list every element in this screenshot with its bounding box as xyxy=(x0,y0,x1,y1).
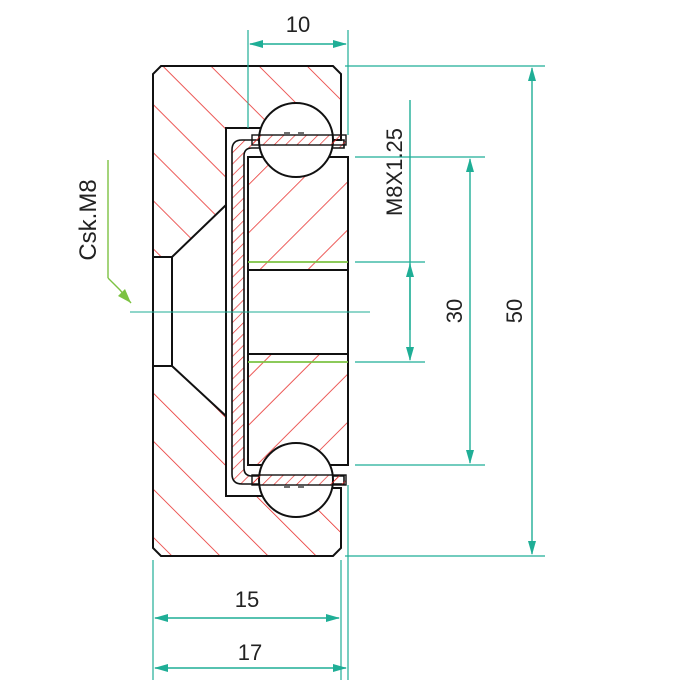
dimension-body-width: 15 xyxy=(152,485,349,680)
dimension-bore-height: 30 xyxy=(355,156,485,466)
dimension-outer-height: 50 xyxy=(345,65,545,557)
countersink-callout: Csk.M8 xyxy=(75,160,132,304)
ball-top xyxy=(251,102,347,178)
dimension-thread: M8X1.25 xyxy=(355,100,425,363)
dimension-label-30: 30 xyxy=(442,299,467,323)
dimension-label-50: 50 xyxy=(502,299,527,323)
ball-bottom xyxy=(251,442,347,518)
dimension-overall-width: 17 xyxy=(154,640,347,672)
thread-spec-label: M8X1.25 xyxy=(382,128,407,216)
dimension-label-15: 15 xyxy=(235,587,259,612)
callout-arrow-icon xyxy=(118,289,131,303)
dimension-label-10: 10 xyxy=(286,12,310,37)
dimension-top-width: 10 xyxy=(247,12,349,135)
countersink-label: Csk.M8 xyxy=(75,179,102,260)
inner-ring xyxy=(247,156,349,466)
dimension-label-17: 17 xyxy=(238,640,262,665)
